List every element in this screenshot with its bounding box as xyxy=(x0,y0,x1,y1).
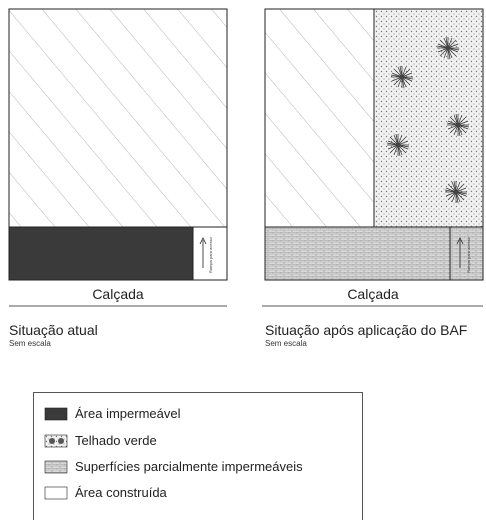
ramp-area-after xyxy=(449,226,484,281)
plant-icon xyxy=(444,180,468,204)
ramp-label: Rampa para acesso xyxy=(466,237,471,273)
panel-title-after: Situação após aplicação do BAF xyxy=(265,322,468,338)
street-label: Calçada xyxy=(92,286,144,302)
scale-note: Sem escala xyxy=(265,339,307,348)
plant-icon xyxy=(58,438,64,444)
ramp-arrow-icon xyxy=(199,237,207,268)
current-situation-plan xyxy=(8,8,228,307)
green-roof-area xyxy=(373,8,484,228)
legend-label-green-roof: Telhado verde xyxy=(75,433,157,448)
ramp-area-current xyxy=(192,226,228,281)
legend-swatch-semi-permeable xyxy=(44,460,68,474)
panel-title-current: Situação atual xyxy=(9,322,98,338)
street-label: Calçada xyxy=(347,286,399,302)
plant-icon xyxy=(386,133,410,157)
ramp-arrow-icon xyxy=(456,237,464,268)
plant-icon xyxy=(446,113,470,137)
legend-label-impermeable: Área impermeável xyxy=(75,406,181,421)
scale-note: Sem escala xyxy=(9,339,51,348)
legend-label-built: Área construída xyxy=(75,485,167,500)
built-area-after xyxy=(264,8,375,228)
impermeable-area-current xyxy=(8,226,194,281)
ramp-label: Rampa para acesso xyxy=(208,237,213,273)
built-area-current xyxy=(8,8,228,228)
legend-swatch-impermeable xyxy=(44,407,68,421)
plant-icon xyxy=(436,36,460,60)
semi-permeable-area xyxy=(264,226,484,281)
plant-icon xyxy=(49,438,55,444)
plant-icon xyxy=(390,65,414,89)
after-baf-plan xyxy=(262,8,484,307)
legend-label-semi-permeable: Superfícies parcialmente impermeáveis xyxy=(75,459,303,474)
legend-swatch-built xyxy=(44,486,68,500)
legend-swatch-green-roof xyxy=(44,434,68,448)
legend xyxy=(33,392,363,520)
